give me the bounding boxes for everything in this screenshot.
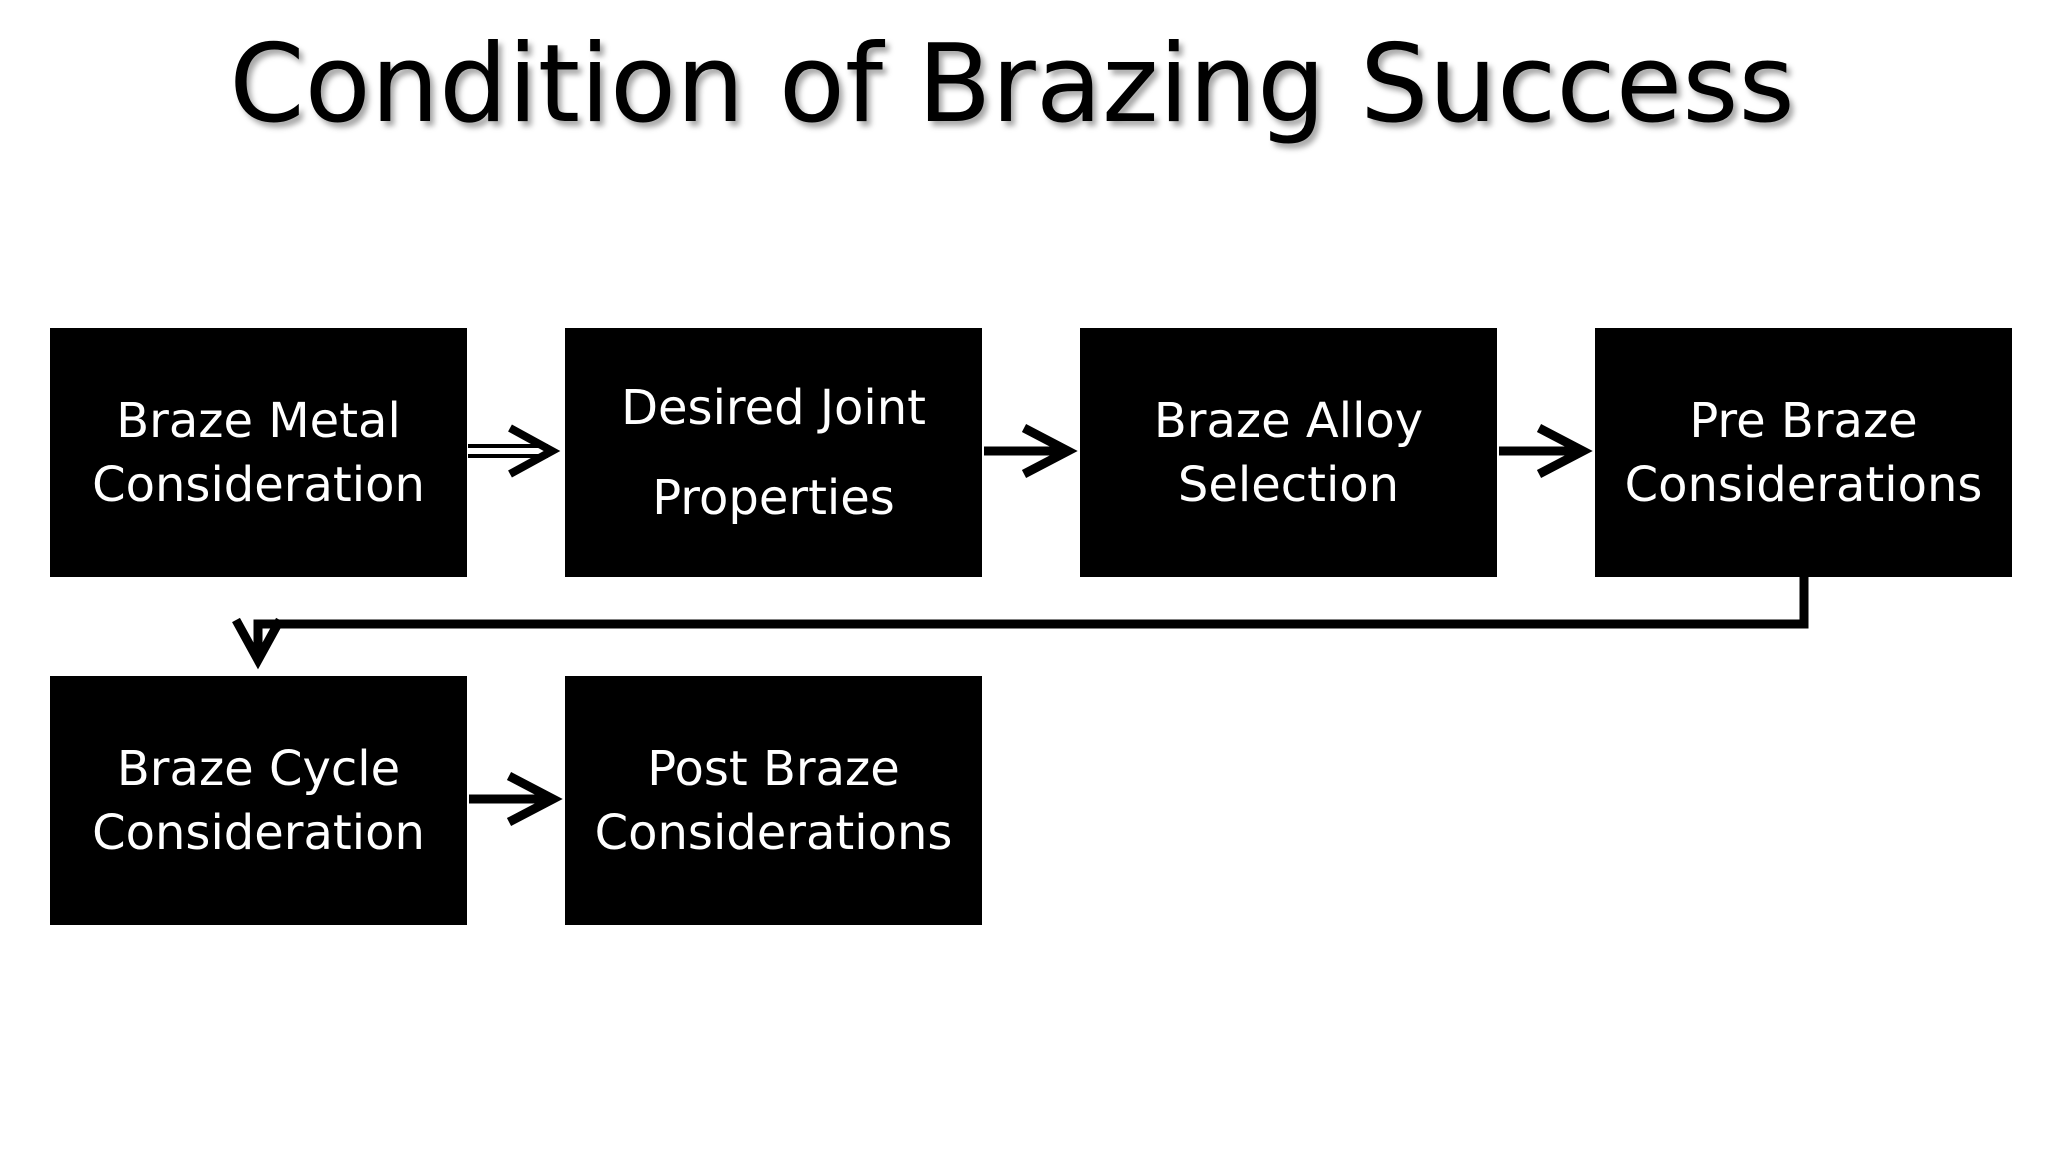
flow-box-line: Consideration: [92, 456, 425, 513]
flow-box-line: Post Braze: [647, 740, 900, 797]
flow-box-line: Considerations: [1624, 456, 1983, 513]
flow-box-line: Pre Braze: [1689, 392, 1918, 449]
flow-box-line: Consideration: [92, 804, 425, 861]
flow-box-line: Considerations: [594, 804, 953, 861]
arrow-right-icon: [984, 424, 1078, 478]
arrow-down-icon: [232, 577, 1809, 670]
flow-box-line: Braze Alloy: [1153, 392, 1424, 449]
slide-title: Condition of Brazing Success: [229, 22, 1795, 147]
arrow-right-icon: [468, 424, 561, 478]
flow-box-line: Braze Cycle: [116, 740, 401, 797]
flow-box-line: Selection: [1177, 456, 1400, 513]
flow-box-line: Desired Joint: [621, 379, 926, 436]
arrow-right-icon: [1499, 424, 1593, 478]
flow-box-line: Braze Metal: [116, 392, 401, 449]
flow-box-desired-joint-properties: Desired Joint Properties: [565, 328, 982, 577]
flow-box-post-braze-considerations: Post Braze Considerations: [565, 676, 982, 925]
flow-box-braze-cycle-consideration: Braze Cycle Consideration: [50, 676, 467, 925]
flow-box-line: Properties: [652, 469, 895, 526]
flow-box-braze-alloy-selection: Braze Alloy Selection: [1080, 328, 1497, 577]
flow-box-braze-metal-consideration: Braze Metal Consideration: [50, 328, 467, 577]
arrow-right-icon: [469, 772, 563, 826]
flow-box-pre-braze-considerations: Pre Braze Considerations: [1595, 328, 2012, 577]
